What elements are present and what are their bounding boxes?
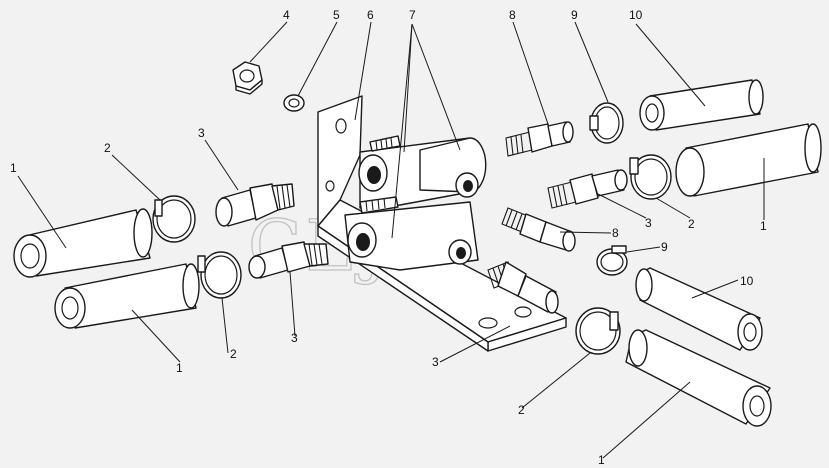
hose-fitting-left-lower <box>248 241 329 279</box>
callout-fitting-right-upper: 3 <box>645 216 652 230</box>
mounting-stud-lower <box>359 196 399 214</box>
callout-clamp-right-upper: 2 <box>688 217 695 231</box>
callout-fitting-left-upper: 3 <box>198 126 205 140</box>
hose-clamp-right-upper <box>629 154 672 200</box>
hose-clamp-left-upper <box>152 195 196 243</box>
callout-hose-left-lower: 1 <box>176 361 183 375</box>
callout-fitting-top-center: 8 <box>509 8 516 22</box>
callout-clamp-top-right: 9 <box>571 8 578 22</box>
hose-left-lower <box>54 263 200 329</box>
callout-fitting-bottom-center: 3 <box>432 355 439 369</box>
hose-fitting-bottom-center <box>487 261 559 314</box>
hose-fitting-right-upper <box>547 169 628 209</box>
hex-nut <box>232 61 263 95</box>
callout-fitting-right-middle: 8 <box>612 226 619 240</box>
hose-right-upper-long <box>675 123 822 197</box>
hose-left-upper <box>13 208 153 278</box>
callout-hose-right-lower-short: 10 <box>740 274 754 288</box>
callout-clamp-left-lower: 2 <box>230 347 237 361</box>
callout-mounting-bracket: 6 <box>367 8 374 22</box>
hose-clamp-right-middle <box>596 245 628 276</box>
callout-hex-nut: 4 <box>283 8 290 22</box>
callout-hose-right-lower-long: 1 <box>598 453 605 467</box>
hose-right-lower-short <box>635 267 763 351</box>
leader-lines <box>17 21 765 459</box>
callout-clamp-left-upper: 2 <box>104 141 111 155</box>
callout-clamp-right-middle: 9 <box>661 240 668 254</box>
hose-right-upper-short <box>639 79 764 131</box>
hose-fitting-left-upper <box>215 183 295 227</box>
valve-body-lower <box>344 201 479 271</box>
hose-clamp-right-lower <box>575 307 621 355</box>
valve-body-upper <box>358 137 487 209</box>
callout-clamp-right-lower: 2 <box>518 403 525 417</box>
hose-fitting-right-middle <box>501 207 576 252</box>
callout-valve-body: 7 <box>409 8 416 22</box>
mounting-stud-upper <box>369 135 401 152</box>
callout-labels: 1 2 3 4 5 6 7 8 9 10 1 2 3 2 1 3 3 8 9 1… <box>10 8 767 467</box>
spring-washer <box>283 94 305 112</box>
callout-hose-right-upper-short: 10 <box>629 8 643 22</box>
callout-spring-washer: 5 <box>333 8 340 22</box>
callout-hose-left-upper: 1 <box>10 161 17 175</box>
hose-clamp-top-right <box>589 102 624 144</box>
callout-hose-right-upper-long: 1 <box>760 219 767 233</box>
hose-right-lower-long <box>625 329 772 427</box>
callout-fitting-left-lower: 3 <box>291 331 298 345</box>
hose-fitting-top-center <box>505 121 574 157</box>
hose-clamp-left-lower <box>197 251 242 299</box>
